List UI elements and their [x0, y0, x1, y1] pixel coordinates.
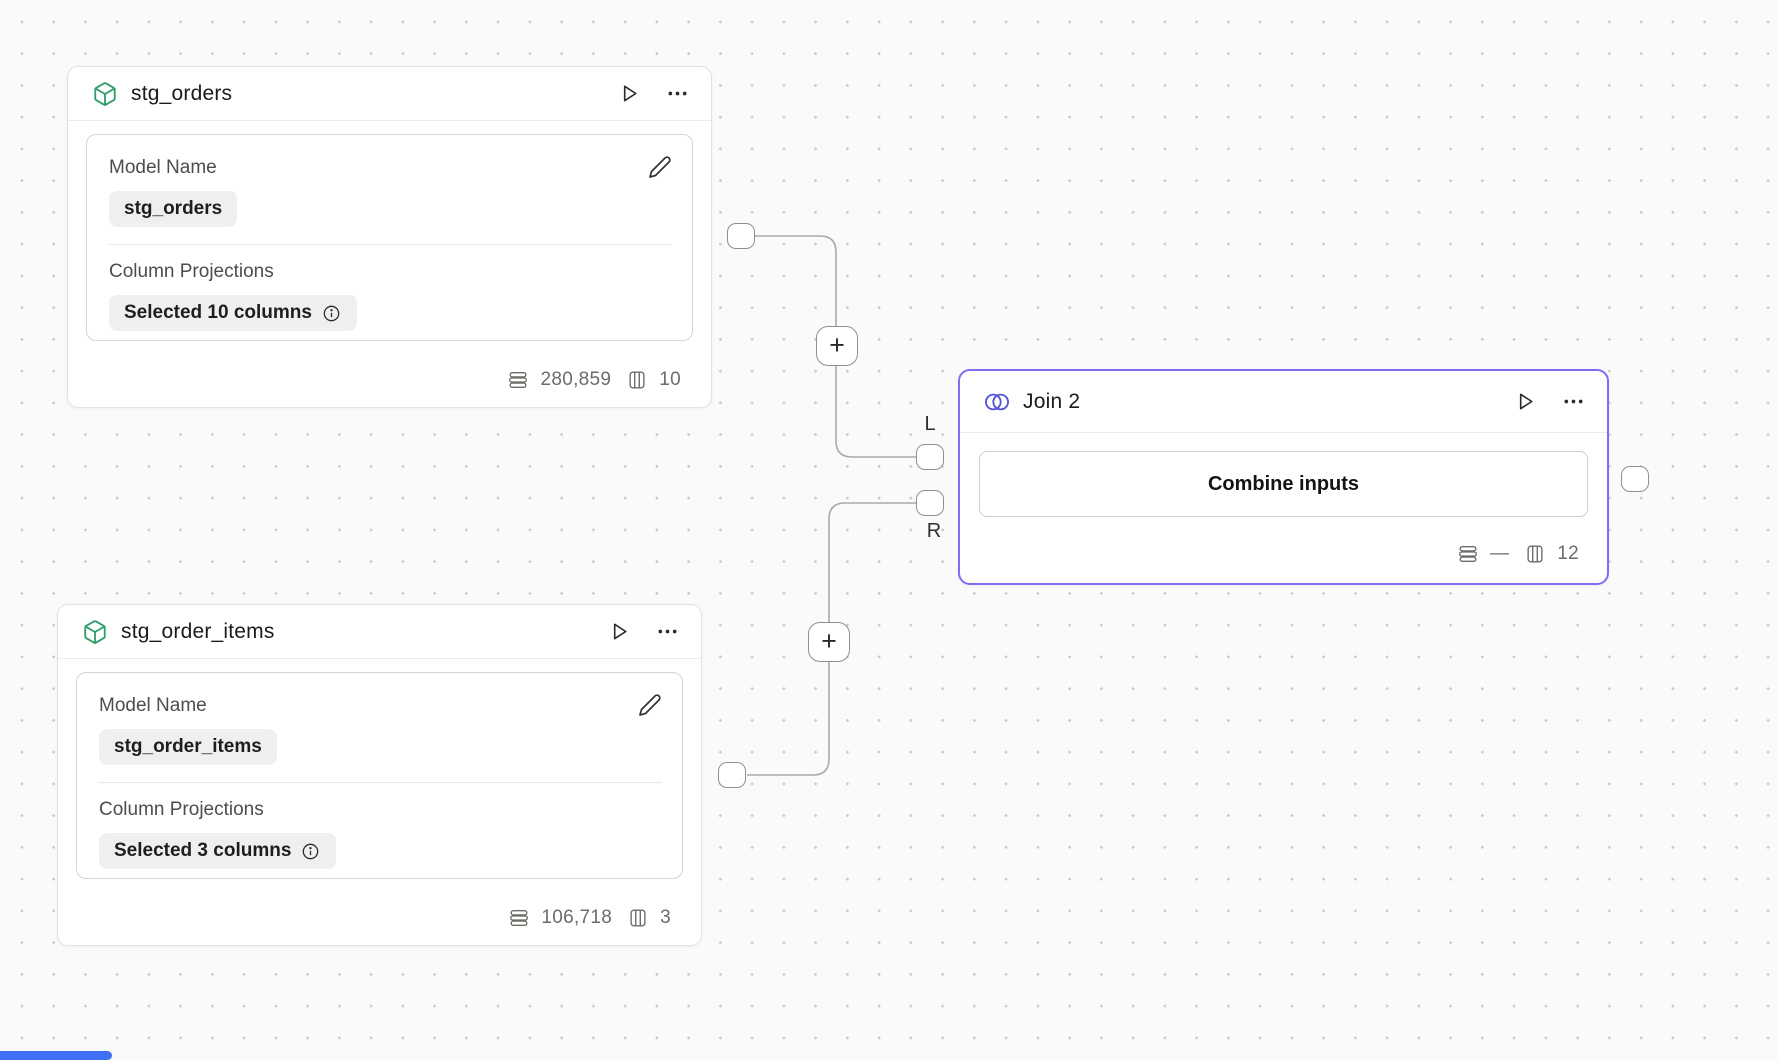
info-icon — [303, 843, 319, 859]
rows-icon — [1459, 545, 1477, 563]
model-name-chip: stg_orders — [109, 191, 238, 227]
ellipsis-icon — [658, 629, 677, 634]
run-node-button[interactable] — [618, 82, 641, 105]
rows-icon — [509, 371, 528, 389]
column-projections-label: Column Projections — [109, 261, 274, 282]
node-stg-order-items-header[interactable]: stg_order_items — [58, 605, 701, 659]
edit-model-name-button[interactable] — [648, 155, 672, 179]
run-node-button[interactable] — [608, 620, 631, 643]
column-count-stat: 3 — [627, 907, 671, 929]
node-menu-button[interactable] — [656, 620, 679, 643]
node-join-header[interactable]: Join 2 — [960, 371, 1607, 433]
output-port-join[interactable] — [1621, 466, 1649, 492]
node-join-2[interactable]: Join 2 Combine inputs — [958, 369, 1609, 585]
add-node-on-edge-button-bottom[interactable]: + — [808, 622, 850, 662]
node-stats: 106,718 3 — [58, 879, 701, 945]
node-title: stg_orders — [131, 81, 233, 105]
left-port-label: L — [924, 413, 936, 435]
run-node-button[interactable] — [1514, 390, 1537, 413]
column-count-stat: 12 — [1524, 543, 1579, 565]
node-stg-orders-header[interactable]: stg_orders — [68, 67, 711, 121]
model-name-label: Model Name — [109, 157, 217, 178]
scrollbar-horizontal[interactable] — [0, 1051, 112, 1060]
pencil-icon — [649, 156, 671, 178]
node-config-card: Model Name stg_orders Column Projections… — [86, 134, 693, 341]
play-icon — [613, 623, 627, 640]
column-count-stat: 10 — [626, 369, 681, 391]
node-menu-button[interactable] — [666, 82, 689, 105]
column-projections-label: Column Projections — [99, 799, 264, 820]
card-divider — [99, 782, 662, 783]
play-icon — [1519, 393, 1533, 410]
info-icon — [323, 305, 340, 321]
node-stg-order-items[interactable]: stg_order_items Mode — [57, 604, 702, 946]
column-projections-chip[interactable]: Selected 10 columns — [109, 295, 357, 331]
node-stats: 280,859 10 — [68, 341, 711, 407]
model-box-icon — [92, 81, 118, 107]
node-config-card: Model Name stg_order_items Column Projec… — [76, 672, 683, 879]
node-title: stg_order_items — [121, 619, 275, 643]
join-input-port-left[interactable] — [916, 444, 944, 470]
join-icon — [984, 389, 1010, 415]
row-count-stat: 106,718 — [508, 907, 612, 929]
pencil-icon — [639, 694, 661, 716]
column-projections-chip[interactable]: Selected 3 columns — [99, 833, 337, 869]
plus-icon: + — [821, 625, 837, 656]
row-count-stat: 280,859 — [507, 369, 611, 391]
output-port-stg-order-items[interactable] — [718, 762, 746, 788]
right-port-label: R — [926, 520, 942, 542]
edit-model-name-button[interactable] — [638, 693, 662, 717]
columns-icon — [630, 909, 646, 927]
node-stg-orders[interactable]: stg_orders Model Nam — [67, 66, 712, 408]
node-stats: — 12 — [960, 517, 1607, 583]
model-box-icon — [82, 619, 108, 645]
row-count-stat: — — [1457, 543, 1509, 565]
node-menu-button[interactable] — [1562, 390, 1585, 413]
join-input-port-right[interactable] — [916, 490, 944, 516]
model-name-chip: stg_order_items — [99, 729, 277, 765]
rows-icon — [510, 909, 529, 927]
columns-icon — [1527, 545, 1543, 563]
add-node-on-edge-button-top[interactable]: + — [816, 326, 858, 366]
ellipsis-icon — [668, 91, 687, 96]
output-port-stg-orders[interactable] — [727, 223, 755, 249]
node-title: Join 2 — [1023, 389, 1081, 413]
combine-inputs-button[interactable]: Combine inputs — [979, 451, 1588, 517]
model-name-label: Model Name — [99, 695, 207, 716]
play-icon — [623, 85, 637, 102]
card-divider — [109, 244, 672, 245]
ellipsis-icon — [1564, 399, 1583, 404]
columns-icon — [629, 371, 645, 389]
plus-icon: + — [829, 329, 845, 360]
